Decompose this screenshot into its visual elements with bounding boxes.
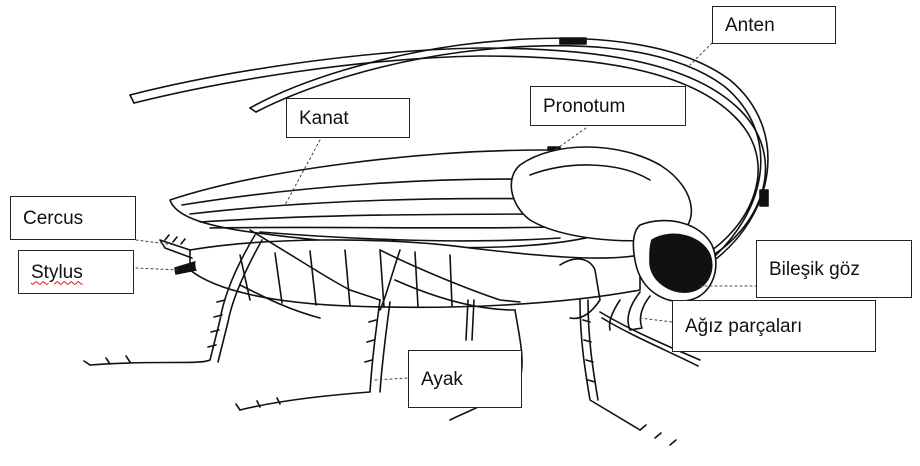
label-agiz-parcalari: Ağız parçaları <box>672 300 876 352</box>
label-ayak-text: Ayak <box>421 370 463 389</box>
label-kanat: Kanat <box>286 98 410 138</box>
label-pronotum: Pronotum <box>530 86 686 126</box>
cercus-drawing <box>160 235 192 258</box>
label-cercus-text: Cercus <box>23 209 83 228</box>
head-drawing <box>633 221 716 302</box>
label-pronotum-text: Pronotum <box>543 97 625 116</box>
label-kanat-text: Kanat <box>299 109 349 128</box>
label-bilesik-goz: Bileşik göz <box>756 240 912 298</box>
label-anten-text: Anten <box>725 16 775 35</box>
label-stylus: Stylus <box>18 250 134 294</box>
label-ayak: Ayak <box>408 350 522 408</box>
label-agiz-parcalari-text: Ağız parçaları <box>685 317 802 336</box>
label-bilesik-goz-text: Bileşik göz <box>769 260 860 279</box>
abdomen-drawing <box>190 240 640 307</box>
label-stylus-text: Stylus <box>31 263 83 282</box>
label-cercus: Cercus <box>10 196 136 240</box>
label-anten: Anten <box>712 6 836 44</box>
